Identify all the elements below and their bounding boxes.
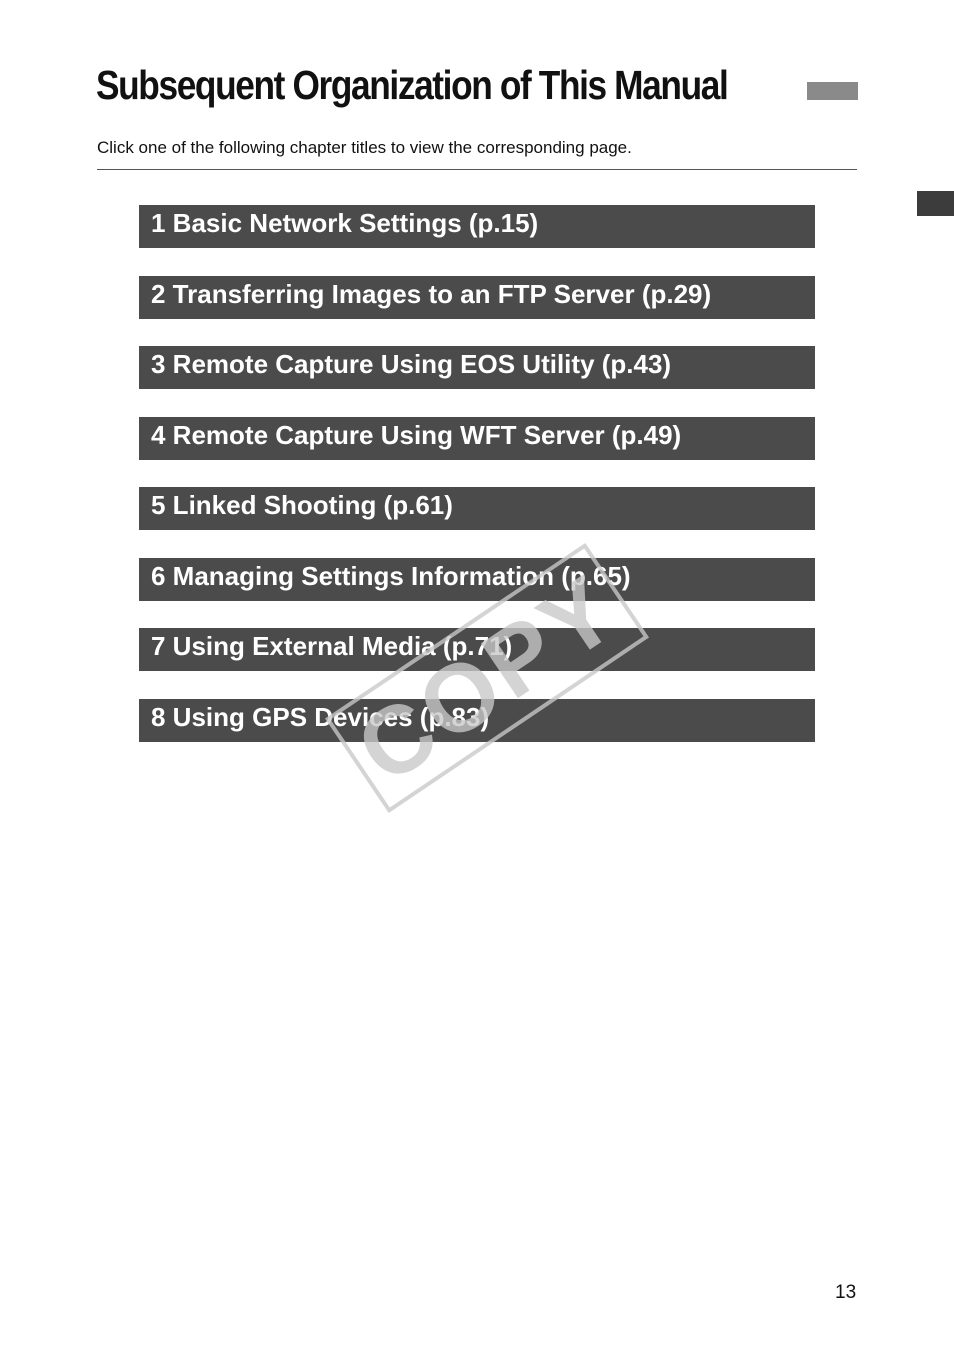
chapter-link-2[interactable]: 2 Transferring Images to an FTP Server (… <box>139 275 815 319</box>
chapter-list: 1 Basic Network Settings (p.15) 2 Transf… <box>139 205 815 769</box>
title-marker-bar <box>807 82 858 100</box>
page-title: Subsequent Organization of This Manual <box>96 62 729 108</box>
chapter-link-6[interactable]: 6 Managing Settings Information (p.65) <box>139 557 815 601</box>
chapter-link-7[interactable]: 7 Using External Media (p.71) <box>139 628 815 671</box>
intro-text: Click one of the following chapter title… <box>97 138 632 157</box>
page-number: 13 <box>835 1282 857 1303</box>
chapter-link-5[interactable]: 5 Linked Shooting (p.61) <box>139 487 815 530</box>
chapter-link-3[interactable]: 3 Remote Capture Using EOS Utility (p.43… <box>139 346 815 389</box>
chapter-side-tab <box>917 191 954 216</box>
chapter-link-1[interactable]: 1 Basic Network Settings (p.15) <box>139 205 815 248</box>
chapter-link-8[interactable]: 8 Using GPS Devices (p.83) <box>139 698 815 742</box>
chapter-link-4[interactable]: 4 Remote Capture Using WFT Server (p.49) <box>139 416 815 460</box>
header-divider <box>97 169 857 170</box>
